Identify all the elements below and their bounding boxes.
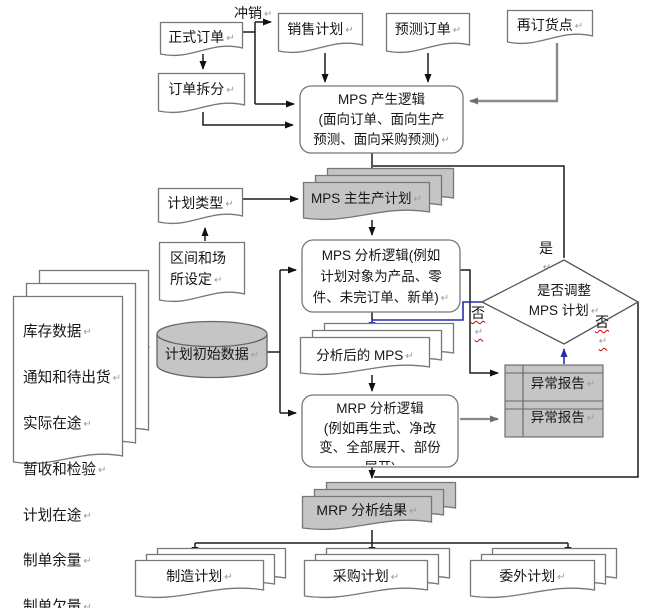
connector-yes-return <box>373 165 565 258</box>
purchase-sheet-front <box>303 559 429 599</box>
shapes <box>12 9 640 599</box>
connector-mpsana-to-report1 <box>460 269 499 377</box>
mps-master-sheet-front <box>302 181 431 221</box>
initial-data-cylinder <box>156 320 268 379</box>
mps-master-stack <box>302 167 455 221</box>
connector-split-to-mpsgen <box>202 112 294 129</box>
inventory-stack-sheet-front <box>12 295 124 465</box>
connector-reorder-to-mpsgen <box>469 43 559 105</box>
order-split-doc <box>157 72 246 113</box>
manufacture-sheet-front <box>134 559 265 599</box>
outsource-sheet-front <box>469 559 596 599</box>
reorder-point-doc <box>506 9 594 44</box>
formal-order-doc <box>159 21 244 56</box>
mrp-result-sheet-front <box>301 495 433 531</box>
interval-setting-doc <box>158 241 246 302</box>
analyzed-mps-sheet-front <box>299 336 431 376</box>
forecast-order-doc <box>385 12 471 53</box>
connectors <box>134 18 639 556</box>
connector-no-right <box>374 302 639 478</box>
mps-analysis-box <box>301 239 461 313</box>
mps-generation-box <box>299 85 464 154</box>
cylinder-top <box>156 320 268 348</box>
mrp-analysis-box <box>301 394 459 468</box>
exception-report-table <box>504 364 604 438</box>
decision-diamond <box>480 259 640 345</box>
plan-type-doc <box>157 187 244 224</box>
sales-plan-doc <box>277 12 364 53</box>
mrp-result-stack <box>301 481 457 531</box>
